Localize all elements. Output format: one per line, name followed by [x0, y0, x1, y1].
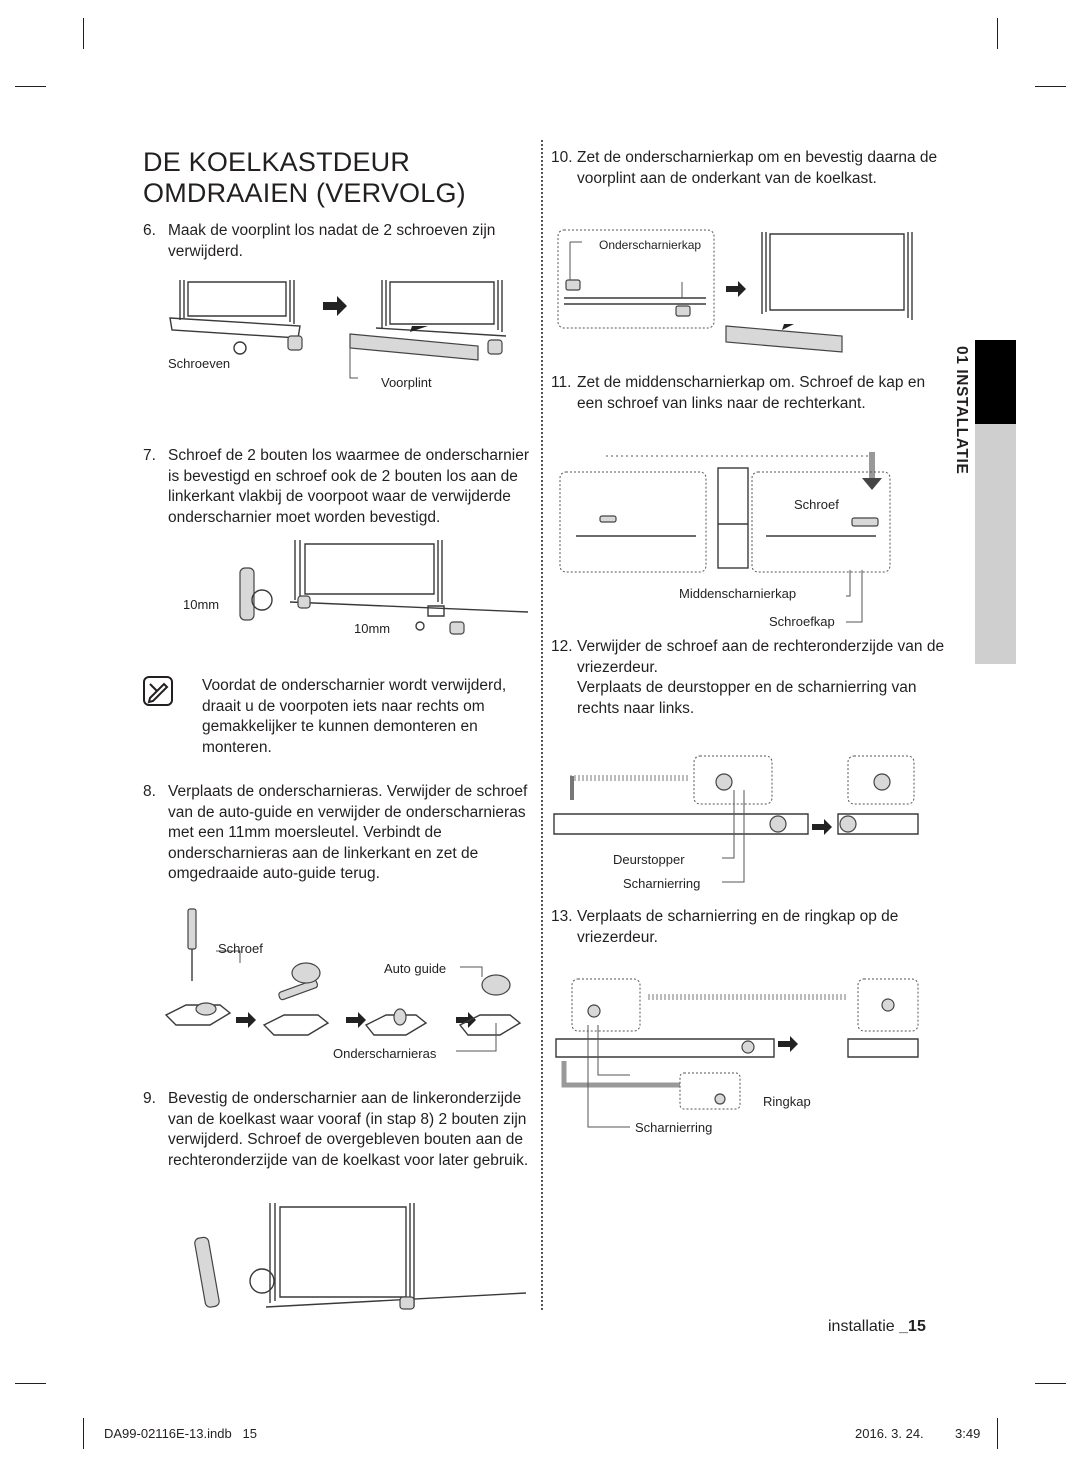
- step-number: 13.: [551, 908, 573, 925]
- step-text: Bevestig de onderscharnier aan de linker…: [168, 1090, 529, 1169]
- page-title-line1: DE KOELKASTDEUR: [143, 147, 411, 177]
- crop-mark: [15, 86, 46, 87]
- step-number: 12.: [551, 638, 573, 655]
- label-schroefkap: Schroefkap: [769, 614, 835, 629]
- print-date: 2016. 3. 24.: [855, 1426, 924, 1441]
- label-schroef-step8: Schroef: [218, 941, 263, 956]
- step-10: 10. Zet de onderscharnierkap om en beves…: [551, 148, 946, 189]
- step-number: 9.: [143, 1090, 156, 1107]
- figure-door-stopper: [553, 755, 919, 883]
- step-9: 9. Bevestig de onderscharnier aan de lin…: [143, 1089, 533, 1171]
- figure-remove-kickplate: [169, 280, 507, 379]
- figure-move-hinge-shaft: [164, 908, 522, 1052]
- label-ringkap: Ringkap: [763, 1094, 811, 1109]
- figure-unscrew-bolts: [239, 540, 529, 635]
- note-icon: [143, 676, 173, 706]
- label-10mm-b: 10mm: [354, 621, 391, 636]
- step-text: Verwijder de schroef aan de rechteronder…: [577, 638, 945, 676]
- figure-hinge-ring: [555, 978, 919, 1128]
- label-deurstopper: Deurstopper: [613, 852, 685, 867]
- page-section: installatie: [828, 1318, 895, 1335]
- step-13: 13. Verplaats de scharnierring en de rin…: [551, 907, 946, 948]
- page-title-line2: OMDRAAIEN (VERVOLG): [143, 178, 466, 208]
- figure-attach-hinge: [194, 1203, 527, 1310]
- step-6: 6. Maak de voorplint los nadat de 2 schr…: [143, 221, 533, 262]
- step-number: 11.: [551, 374, 572, 391]
- crop-mark: [1035, 86, 1066, 87]
- crop-mark: [997, 18, 998, 49]
- label-auto-guide: Auto guide: [384, 961, 447, 976]
- crop-mark: [15, 1383, 46, 1384]
- page-title: DE KOELKASTDEUR OMDRAAIEN (VERVOLG): [143, 147, 466, 209]
- step-12: 12. Verwijder de schroef aan de rechtero…: [551, 637, 946, 719]
- step-11: 11. Zet de middenscharnierkap om. Schroe…: [551, 373, 946, 414]
- crop-mark: [997, 1418, 998, 1449]
- figure-lower-hinge-cover: [557, 229, 913, 353]
- step-text: Schroef de 2 bouten los waarmee de onder…: [168, 447, 530, 526]
- label-10mm-a: 10mm: [183, 597, 220, 612]
- crop-mark: [83, 1418, 84, 1449]
- step-text: Verplaats de onderscharnieras. Verwijder…: [168, 783, 528, 882]
- step-7: 7. Schroef de 2 bouten los waarmee de on…: [143, 446, 533, 528]
- label-onderscharnierkap: Onderscharnierkap: [599, 238, 702, 252]
- column-divider: [541, 140, 543, 1310]
- step-text-2: Verplaats de deurstopper en de scharnier…: [577, 679, 917, 717]
- section-tab-marker: [975, 340, 1016, 424]
- step-text: Maak de voorplint los nadat de 2 schroev…: [168, 222, 496, 260]
- crop-mark: [83, 18, 84, 49]
- print-file: DA99-02116E-13.indb 15: [104, 1426, 257, 1441]
- step-number: 7.: [143, 447, 156, 464]
- label-onderscharnieras: Onderscharnieras: [333, 1046, 437, 1061]
- page-num: _15: [899, 1318, 926, 1335]
- label-schroeven: Schroeven: [168, 356, 231, 371]
- note-text: Voordat de onderscharnier wordt verwijde…: [202, 677, 507, 756]
- step-number: 8.: [143, 783, 156, 800]
- step-number: 10.: [551, 149, 573, 166]
- label-voorplint: Voorplint: [381, 375, 432, 390]
- step-text: Zet de onderscharnierkap om en bevestig …: [577, 149, 938, 187]
- label-middenscharnierkap: Middenscharnierkap: [679, 586, 797, 601]
- step-text: Zet de middenscharnierkap om. Schroef de…: [577, 374, 926, 412]
- crop-mark: [1035, 1383, 1066, 1384]
- label-schroef-step11: Schroef: [794, 497, 839, 512]
- figure-middle-hinge-cover: [559, 452, 891, 623]
- step-number: 6.: [143, 222, 156, 239]
- label-scharnierring-step12: Scharnierring: [623, 876, 701, 891]
- page-number: installatie _15: [828, 1318, 926, 1336]
- print-time: 3:49: [955, 1426, 981, 1441]
- step-text: Verplaats de scharnierring en de ringkap…: [577, 908, 899, 946]
- step-8: 8. Verplaats de onderscharnieras. Verwij…: [143, 782, 533, 885]
- section-tab-label: 01 INSTALLATIE: [953, 346, 970, 475]
- label-scharnierring-step13: Scharnierring: [635, 1120, 713, 1135]
